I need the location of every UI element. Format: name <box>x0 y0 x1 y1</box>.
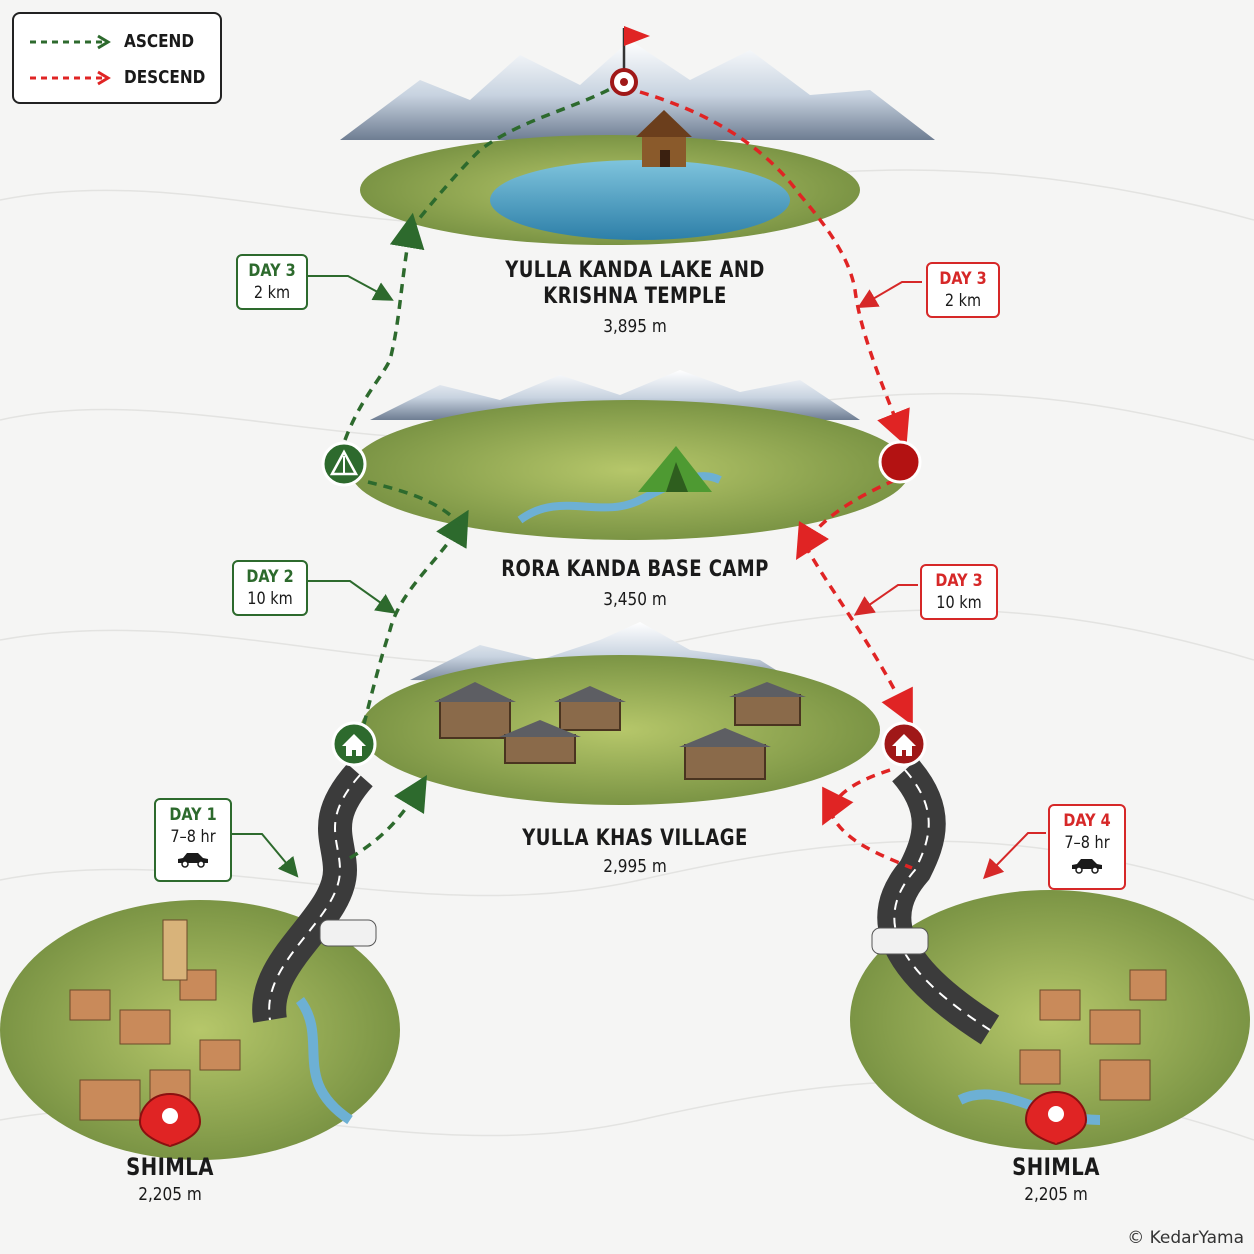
shimla-left-altitude: 2,205 m <box>138 1184 202 1205</box>
lake-label: YULLA KANDA LAKE AND KRISHNA TEMPLE 3,89… <box>470 258 800 338</box>
krishna-temple-icon <box>636 110 692 167</box>
day3-descend-connector-1 <box>857 281 922 309</box>
lake-altitude: 3,895 m <box>603 316 667 337</box>
ascend-route <box>343 86 613 860</box>
day4-descend-connector <box>983 832 1046 880</box>
shimla-right-altitude: 2,205 m <box>1024 1184 1088 1205</box>
day1-ascend-connector <box>230 833 299 878</box>
village-ascend-home-icon <box>331 721 377 767</box>
segment-day: DAY 4 <box>1063 811 1111 831</box>
camp-ascend-tent-icon <box>321 441 367 487</box>
segment-day: DAY 3 <box>935 571 983 591</box>
base-camp-scene <box>350 370 910 540</box>
shimla-right-scene <box>850 758 1250 1150</box>
descend-line-icon <box>30 70 111 86</box>
segment-box-ascend-day3: DAY 3 2 km <box>236 254 308 310</box>
shimla-left-name: SHIMLA <box>126 1153 214 1181</box>
summit-flag-icon <box>610 26 650 96</box>
legend-descend-label: DESCEND <box>124 67 206 88</box>
camp-label: RORA KANDA BASE CAMP 3,450 m <box>470 557 800 611</box>
camp-name: RORA KANDA BASE CAMP <box>501 557 769 582</box>
lake-name-line2: KRISHNA TEMPLE <box>543 284 727 309</box>
car-illustration <box>319 919 377 947</box>
village-scene <box>360 622 880 805</box>
camp-descend-dot-icon <box>878 440 922 484</box>
copyright: © KedarYama <box>1127 1228 1244 1248</box>
segment-box-descend-day3-b: DAY 3 10 km <box>920 564 998 620</box>
shimla-right-label: SHIMLA 2,205 m <box>976 1154 1136 1206</box>
lake-scene <box>340 40 935 245</box>
segment-box-ascend-day2: DAY 2 10 km <box>232 560 308 616</box>
day2-ascend-connector <box>306 580 397 614</box>
day3-descend-connector-2 <box>853 584 918 616</box>
descend-route <box>639 90 913 870</box>
shimla-right-map-pin-icon <box>1024 1090 1088 1146</box>
village-name: YULLA KHAS VILLAGE <box>522 826 748 851</box>
ascend-line-icon <box>30 34 111 50</box>
segment-box-ascend-day1: DAY 1 7–8 hr <box>154 798 232 882</box>
legend-descend: DESCEND <box>28 64 218 92</box>
segment-duration: 7–8 hr <box>170 827 216 847</box>
segment-box-descend-day3-a: DAY 3 2 km <box>926 262 1000 318</box>
shimla-left-scene <box>0 763 400 1160</box>
legend-ascend-label: ASCEND <box>124 31 195 52</box>
car-icon <box>1072 859 1102 874</box>
car-illustration <box>871 927 929 955</box>
segment-distance: 2 km <box>944 291 982 311</box>
lake-name-line1: YULLA KANDA LAKE AND <box>505 258 765 283</box>
village-altitude: 2,995 m <box>603 856 667 877</box>
shimla-right-name: SHIMLA <box>1012 1153 1100 1181</box>
legend: ASCEND DESCEND <box>12 12 222 104</box>
camp-altitude: 3,450 m <box>603 589 667 610</box>
segment-distance: 2 km <box>253 283 291 303</box>
segment-distance: 10 km <box>247 589 293 609</box>
village-label: YULLA KHAS VILLAGE 2,995 m <box>470 826 800 878</box>
shimla-left-label: SHIMLA 2,205 m <box>90 1154 250 1206</box>
car-icon <box>178 853 208 868</box>
segment-box-descend-day4: DAY 4 7–8 hr <box>1048 804 1126 890</box>
village-descend-home-icon <box>881 721 927 767</box>
segment-day: DAY 1 <box>169 805 217 825</box>
segment-day: DAY 2 <box>246 567 294 587</box>
legend-ascend: ASCEND <box>28 28 218 56</box>
segment-day: DAY 3 <box>248 261 296 281</box>
tent-illustration <box>638 446 712 492</box>
segment-distance: 10 km <box>936 593 982 613</box>
segment-day: DAY 3 <box>939 269 987 289</box>
shimla-left-map-pin-icon <box>138 1092 202 1148</box>
day3-ascend-connector <box>306 275 394 301</box>
segment-duration: 7–8 hr <box>1064 833 1110 853</box>
